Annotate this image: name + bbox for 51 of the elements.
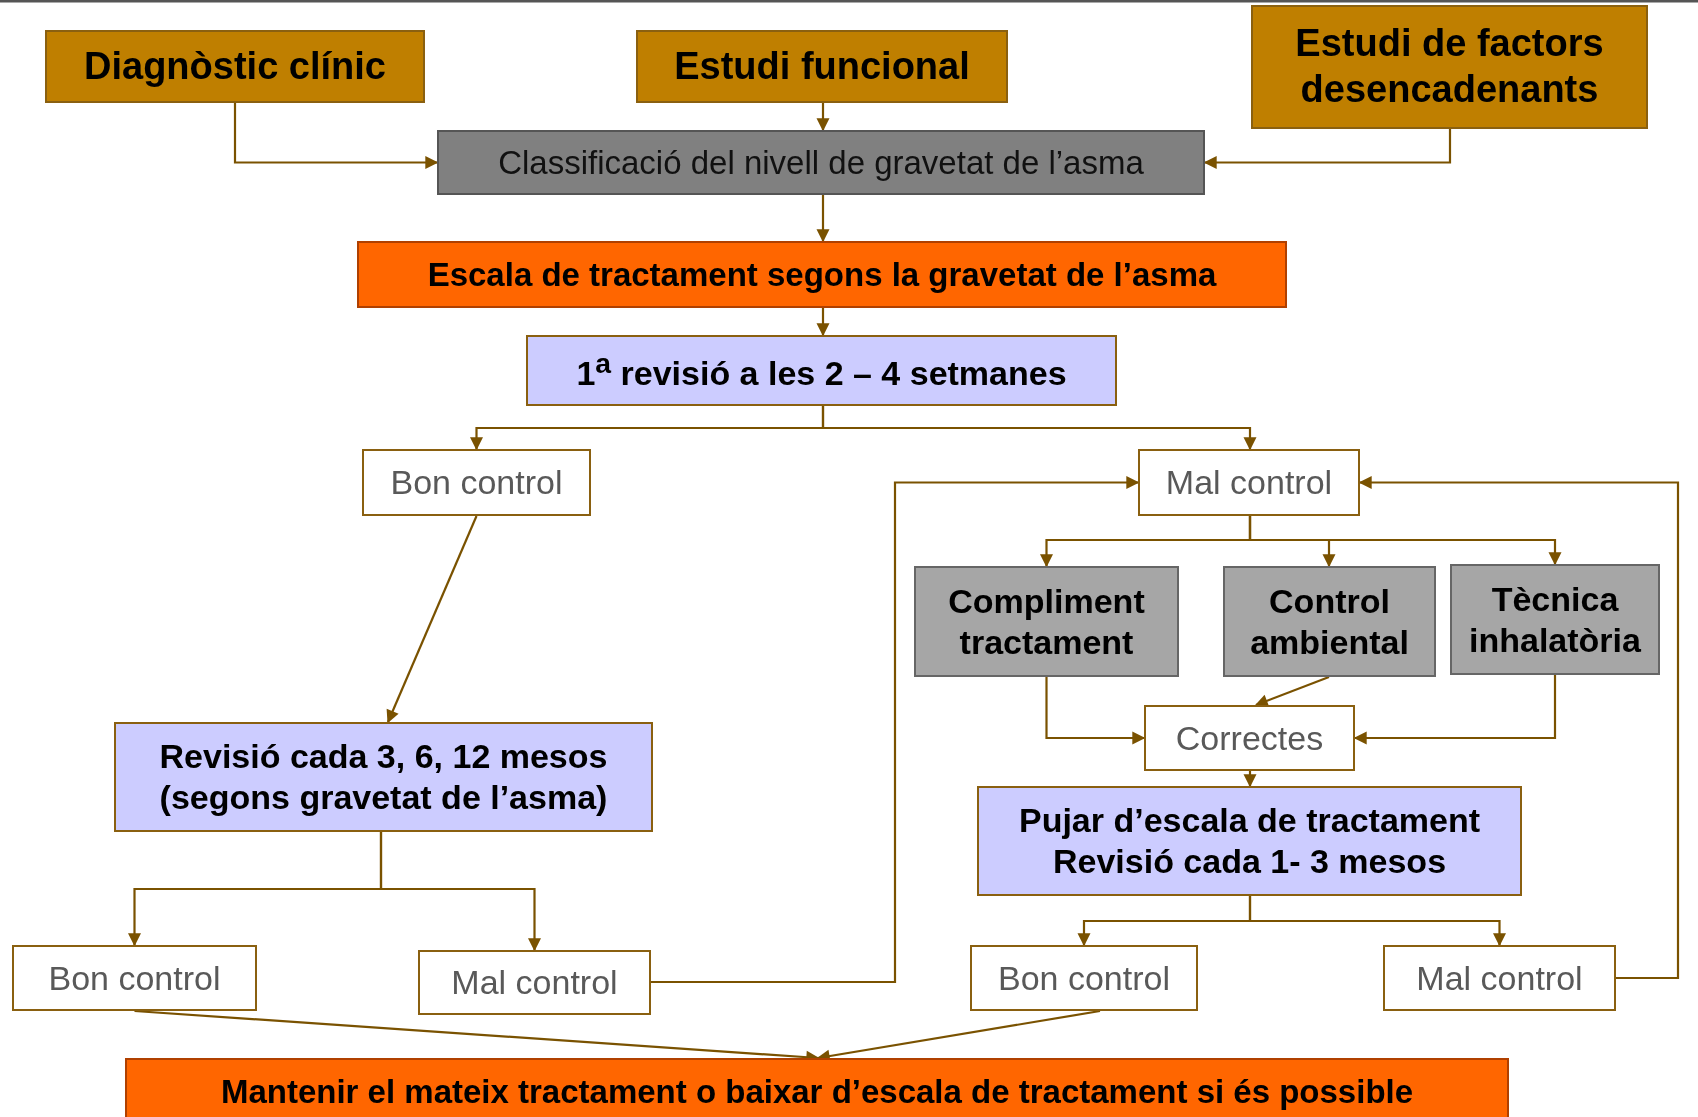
node-label: 1$^{a}$ revisió a les 2 – 4 setmanes bbox=[576, 346, 1067, 395]
classification-box bbox=[437, 130, 1205, 195]
node-label: Correctes bbox=[1175, 717, 1324, 759]
treatment-box bbox=[357, 241, 1287, 308]
step-box bbox=[45, 30, 425, 103]
arrow bbox=[816, 195, 830, 243]
arrow bbox=[1254, 675, 1330, 707]
node-label: Mal control bbox=[451, 962, 618, 1003]
node-label: Bon control bbox=[998, 957, 1170, 999]
arrow bbox=[1248, 516, 1562, 566]
node-label: Mal control bbox=[1165, 462, 1333, 503]
review-box bbox=[977, 786, 1522, 896]
arrow bbox=[379, 832, 541, 952]
node-label: Classificació del nivell de gravetat de l’asma bbox=[498, 142, 1144, 183]
node-label: Mantenir el mateix tractament o baixar d’escala de tractament si és possible bbox=[220, 1072, 1414, 1112]
node-label: Pujar d’escala de tractament Revisió cada 1- 3 mesos bbox=[1017, 800, 1482, 882]
outcome-box bbox=[1138, 449, 1360, 516]
arrow bbox=[1045, 677, 1146, 745]
outcome-box bbox=[1383, 945, 1616, 1011]
check-box bbox=[1450, 564, 1660, 675]
node-label: Escala de tractament segons la gravetat de l’asma bbox=[427, 254, 1217, 295]
node-label: Estudi funcional bbox=[674, 43, 970, 89]
node-label: Estudi de factors desencadenants bbox=[1294, 21, 1605, 112]
node-label: Tècnica inhalatòria bbox=[1468, 578, 1642, 661]
node-label: Mal control bbox=[1416, 957, 1583, 999]
outcome-box bbox=[12, 945, 257, 1011]
node-label: Diagnòstic clínic bbox=[84, 43, 386, 89]
node-label: Bon control bbox=[48, 957, 221, 999]
check-box bbox=[1223, 566, 1436, 677]
arrow bbox=[1243, 771, 1257, 788]
outcome-box bbox=[970, 945, 1198, 1011]
arrow bbox=[1248, 896, 1506, 947]
node-label: Revisió cada 3, 6, 12 mesos (segons gravetat de l’asma) bbox=[158, 736, 609, 818]
node-label: Compliment tractament bbox=[947, 580, 1146, 663]
outcome-box bbox=[1144, 705, 1355, 771]
arrow bbox=[816, 308, 830, 337]
treatment-box bbox=[125, 1058, 1509, 1117]
arrow bbox=[651, 476, 1140, 984]
check-box bbox=[914, 566, 1179, 677]
arrow bbox=[386, 515, 478, 724]
arrow bbox=[821, 406, 1257, 451]
review-box bbox=[114, 722, 653, 832]
step-box bbox=[1251, 5, 1648, 129]
node-label: Bon control bbox=[390, 462, 563, 503]
step-box bbox=[636, 30, 1008, 103]
review-box bbox=[526, 335, 1117, 406]
arrow bbox=[233, 103, 439, 169]
node-label: Control ambiental bbox=[1249, 580, 1410, 663]
outcome-box bbox=[362, 449, 591, 516]
arrow bbox=[816, 103, 830, 132]
outcome-box bbox=[418, 950, 651, 1015]
